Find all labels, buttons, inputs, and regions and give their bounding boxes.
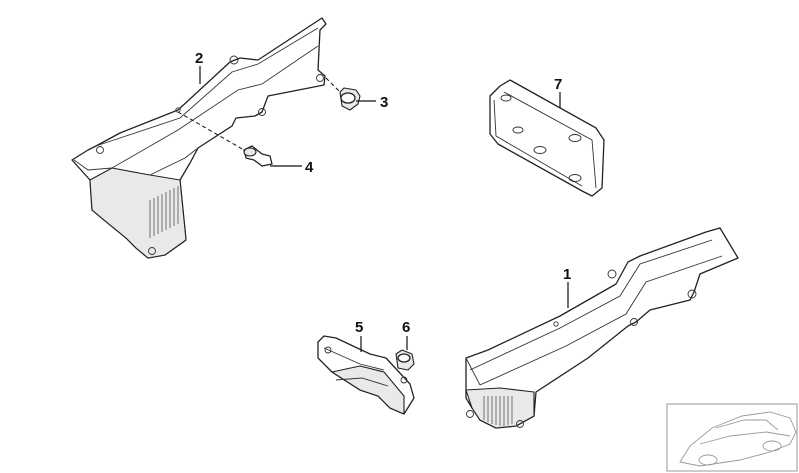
part-3-clip	[325, 77, 361, 111]
part-6-grommet	[395, 349, 415, 371]
part-1-bracket	[465, 227, 739, 429]
part-4-rivet	[177, 111, 273, 167]
callout-7-label: 7	[554, 76, 562, 93]
callout-2-label: 2	[195, 50, 203, 67]
callout-3-label: 3	[380, 94, 388, 111]
callout-5: 5	[355, 319, 363, 352]
vehicle-thumbnail	[666, 403, 798, 472]
callout-5-label: 5	[355, 319, 363, 336]
callout-2: 2	[195, 50, 203, 84]
car-silhouette-icon	[679, 411, 797, 467]
callout-4-label: 4	[305, 159, 314, 176]
part-1-grille	[483, 396, 513, 426]
part-5-cover	[317, 335, 415, 415]
callout-6: 6	[402, 319, 410, 350]
part-7-seal	[489, 79, 605, 197]
callout-3: 3	[356, 94, 388, 111]
callout-6-label: 6	[402, 319, 410, 336]
callout-4: 4	[270, 159, 314, 176]
callout-1-label: 1	[563, 266, 571, 283]
callout-7: 7	[554, 76, 562, 108]
part-2-bracket	[71, 17, 327, 259]
callout-1: 1	[563, 266, 571, 308]
part-2-grille	[149, 186, 179, 238]
